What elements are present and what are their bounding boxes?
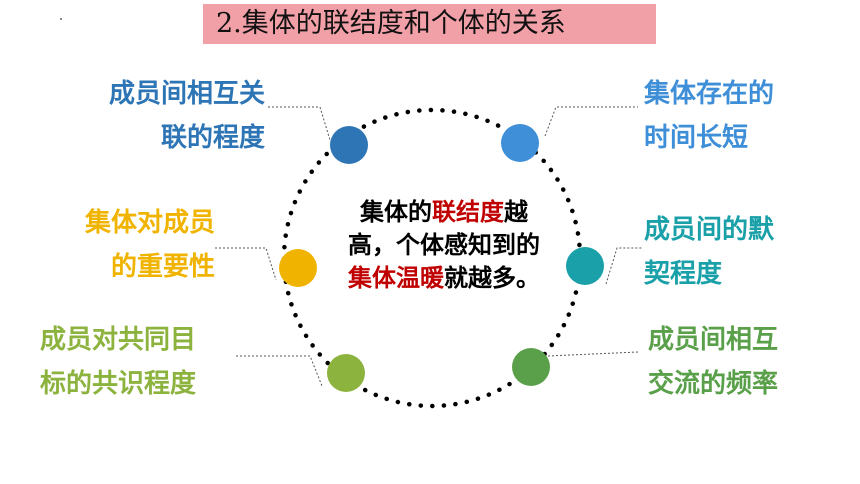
label-top-left: 成员间相互关 联的程度: [60, 72, 265, 160]
label-top-left-line1: 成员间相互关: [108, 79, 265, 109]
connector-top-right: [544, 106, 638, 137]
label-mid-left: 集体对成员 的重要性: [50, 201, 215, 289]
center-text-part1: 集体的: [360, 198, 432, 226]
label-top-right: 集体存在的 时间长短: [644, 72, 809, 160]
connector-mid-right: [605, 247, 642, 285]
center-highlight-warmth: 集体温暖: [348, 264, 444, 292]
connector-bottom-left: [236, 355, 323, 387]
label-mid-left-line1: 集体对成员: [84, 208, 215, 238]
connector-bottom-right: [547, 351, 639, 357]
label-bottom-right: 成员间相互 交流的频率: [648, 318, 818, 406]
label-top-right-line1: 集体存在的: [644, 79, 775, 109]
title-banner: [203, 4, 656, 44]
label-top-right-line2: 时间长短: [644, 123, 749, 153]
label-bottom-right-line1: 成员间相互: [648, 325, 779, 355]
node-bottom-right: [512, 348, 550, 386]
center-text-part3: 就越多。: [444, 264, 540, 292]
center-highlight-connectedness: 联结度: [432, 198, 504, 226]
label-bottom-left-line1: 成员对共同目: [40, 325, 197, 355]
node-mid-right: [566, 247, 604, 285]
label-bottom-right-line2: 交流的频率: [648, 369, 779, 399]
node-mid-left: [279, 249, 317, 287]
label-mid-right-line2: 契程度: [644, 259, 723, 289]
node-top-right: [501, 124, 539, 162]
page-title: 2.集体的联结度和个体的关系: [216, 8, 566, 39]
node-bottom-left: [327, 354, 365, 392]
connector-mid-left: [215, 247, 277, 281]
node-top-left: [330, 126, 368, 164]
label-bottom-left: 成员对共同目 标的共识程度: [40, 318, 245, 406]
center-text-part2: 越高，个体感知到的: [348, 198, 540, 259]
corner-dot: [60, 18, 62, 20]
connector-top-left: [268, 106, 331, 141]
label-mid-left-line2: 的重要性: [110, 252, 215, 282]
label-bottom-left-line2: 标的共识程度: [40, 369, 197, 399]
label-mid-right-line1: 成员间的默: [644, 215, 775, 245]
label-top-left-line2: 联的程度: [160, 123, 265, 153]
label-mid-right: 成员间的默 契程度: [644, 208, 809, 296]
center-statement: 集体的联结度越高，个体感知到的集体温暖就越多。: [338, 196, 550, 295]
